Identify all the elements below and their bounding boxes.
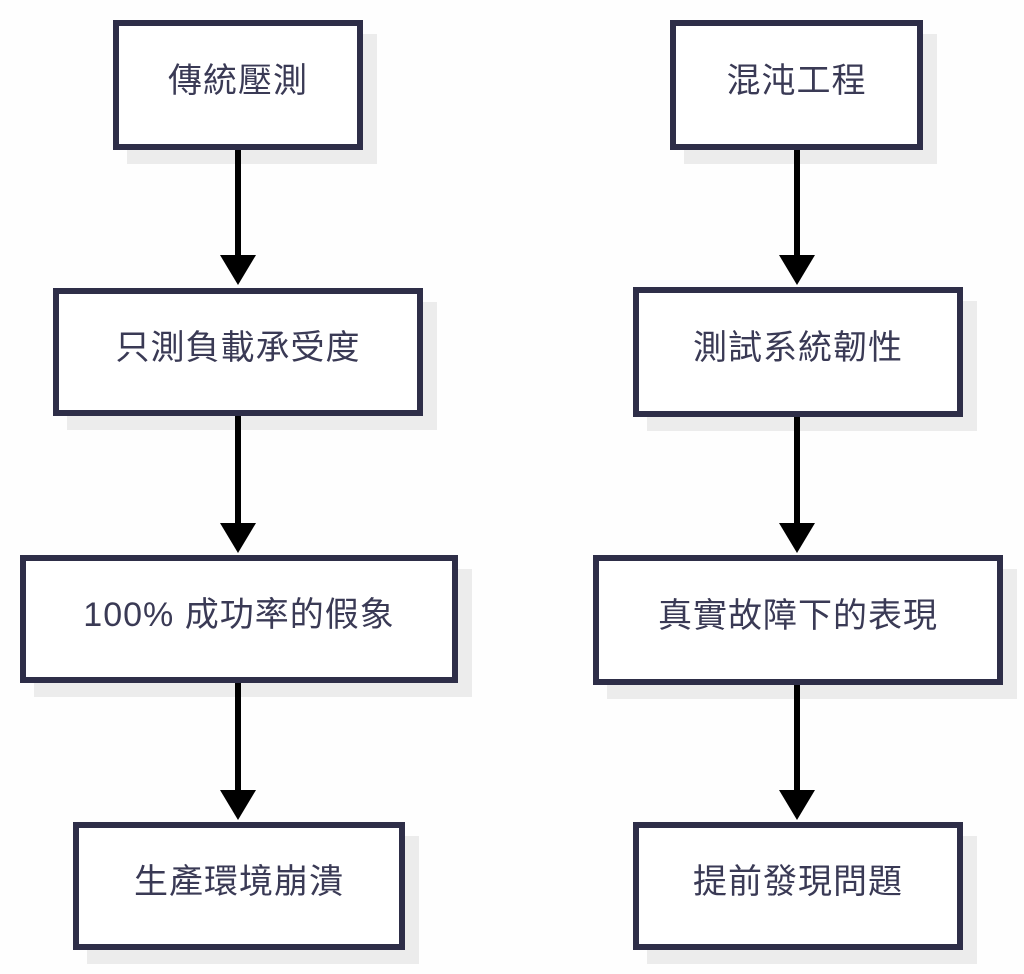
arrow-down-icon	[779, 685, 815, 820]
flow-node-find-problems-early: 提前發現問題	[633, 822, 963, 950]
arrow-shaft	[794, 685, 800, 790]
arrow-head	[220, 523, 256, 553]
arrow-down-icon	[220, 683, 256, 820]
node-label: 生產環境崩潰	[134, 863, 344, 901]
node-label: 提前發現問題	[693, 863, 903, 901]
flow-node-traditional-stress-test: 傳統壓測	[113, 20, 363, 150]
arrow-head	[220, 790, 256, 820]
arrow-down-icon	[779, 417, 815, 553]
flow-node-production-crash: 生產環境崩潰	[73, 822, 405, 950]
arrow-shaft	[235, 683, 241, 790]
arrow-down-icon	[779, 150, 815, 285]
arrow-head	[220, 255, 256, 285]
node-label: 測試系統韌性	[693, 329, 903, 367]
arrow-head	[779, 255, 815, 285]
node-label: 真實故障下的表現	[658, 597, 938, 635]
flow-node-real-failure-behavior: 真實故障下的表現	[593, 555, 1003, 685]
arrow-head	[779, 790, 815, 820]
node-label: 100% 成功率的假象	[83, 596, 395, 634]
arrow-down-icon	[220, 416, 256, 553]
arrow-shaft	[235, 416, 241, 523]
node-label: 只測負載承受度	[115, 329, 361, 367]
node-label: 混沌工程	[726, 62, 867, 100]
arrow-shaft	[794, 417, 800, 523]
arrow-shaft	[235, 150, 241, 255]
node-label: 傳統壓測	[168, 62, 308, 100]
flow-node-test-system-resilience: 測試系統韌性	[633, 287, 963, 417]
arrow-shaft	[794, 150, 800, 255]
arrow-down-icon	[220, 150, 256, 285]
flow-node-chaos-engineering: 混沌工程	[670, 20, 923, 150]
arrow-head	[779, 523, 815, 553]
flow-node-100-percent-illusion: 100% 成功率的假象	[20, 555, 458, 683]
flow-node-only-load-capacity: 只測負載承受度	[53, 288, 423, 416]
